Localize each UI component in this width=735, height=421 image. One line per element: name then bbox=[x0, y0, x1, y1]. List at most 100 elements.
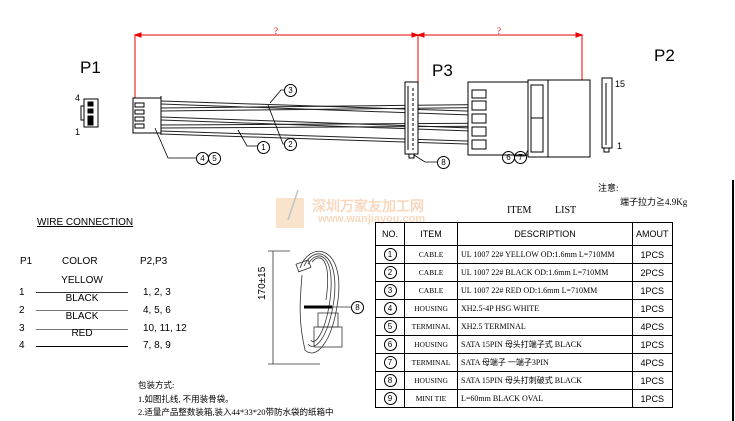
p1-label: P1 bbox=[80, 58, 101, 77]
wc-color: BLACK bbox=[65, 311, 99, 322]
item-qty: 1PCS bbox=[632, 335, 673, 354]
item-qty: 1PCS bbox=[632, 245, 673, 264]
p2-side-view bbox=[601, 77, 613, 153]
wc-p2p3-pins: 10, 11, 12 bbox=[143, 323, 187, 334]
p1-pin-bottom: 1 bbox=[75, 127, 81, 137]
wc-p1-pin: 1 bbox=[19, 287, 25, 298]
item-no: 4 bbox=[383, 302, 397, 315]
wc-wire-line bbox=[36, 292, 128, 293]
item-description: UL 1007 22# RED OD:1.6mm L=710MM bbox=[457, 281, 633, 300]
wires bbox=[160, 100, 529, 147]
item-name: MINI TIE bbox=[404, 389, 458, 408]
item-description: UL 1007 22# YELLOW OD:1.6mm L=710MM bbox=[457, 245, 633, 264]
wc-header-p2p3: P2,P3 bbox=[140, 256, 168, 267]
balloon-1: 1 bbox=[257, 141, 270, 154]
item-qty: 1PCS bbox=[632, 389, 673, 408]
header-item: ITEM bbox=[404, 222, 458, 246]
p3-label: P3 bbox=[432, 61, 453, 80]
item-description: SATA 15PIN 母头打端子式 BLACK bbox=[457, 335, 633, 354]
item-description: UL 1007 22# BLACK OD:1.6mm L=710MM bbox=[457, 263, 633, 282]
wc-color: YELLOW bbox=[61, 275, 103, 286]
wc-p1-pin: 3 bbox=[19, 323, 25, 334]
wc-color: RED bbox=[71, 328, 93, 339]
header-no: NO. bbox=[375, 222, 405, 246]
bundle-length-dimension: 170±15 bbox=[257, 266, 268, 300]
balloon-8: 8 bbox=[437, 156, 450, 169]
watermark-text: 深圳万家友加工网 bbox=[312, 198, 424, 214]
dimension-p1-p3: ? bbox=[274, 26, 278, 36]
item-no: 9 bbox=[383, 392, 397, 405]
table-header-row: NO. ITEM DESCRIPTION AMOUT bbox=[375, 222, 673, 246]
balloon-5: 5 bbox=[208, 152, 221, 165]
item-no: 3 bbox=[383, 284, 397, 297]
item-description: XH2.5 TERMINAL bbox=[457, 317, 633, 336]
item-qty: 4PCS bbox=[632, 317, 673, 336]
item-list-title-list: LIST bbox=[555, 205, 577, 216]
packaging-title: 包装方式: bbox=[138, 380, 175, 390]
packaging-line-1: 1.如图扎线, 不用装骨袋。 bbox=[138, 394, 234, 404]
wc-header-p1: P1 bbox=[20, 256, 33, 267]
balloon-8-bundle: 8 bbox=[351, 301, 364, 314]
item-name: CABLE bbox=[404, 263, 458, 282]
item-qty: 2PCS bbox=[632, 263, 673, 282]
p2-pin-top: 15 bbox=[615, 79, 626, 89]
item-description: SATA 15PIN 母头打刺破式 BLACK bbox=[457, 371, 633, 390]
wc-p2p3-pins: 1, 2, 3 bbox=[143, 287, 171, 298]
p3-connector bbox=[404, 81, 419, 159]
balloon-3: 3 bbox=[284, 84, 297, 97]
item-name: TERMINAL bbox=[404, 353, 458, 372]
item-name: CABLE bbox=[404, 245, 458, 264]
packaging-line-2: 2.适量产品整数装箱,装入44*33*20带防水袋的纸箱中 bbox=[138, 407, 334, 417]
p2-pin-bottom: 1 bbox=[617, 141, 623, 151]
dimension-lines bbox=[133, 32, 584, 98]
header-description: DESCRIPTION bbox=[457, 222, 633, 246]
notes-text: 端子拉力≧4.9Kg bbox=[620, 197, 688, 207]
item-qty: 1PCS bbox=[632, 299, 673, 318]
item-no: 6 bbox=[383, 338, 397, 351]
item-description: SATA 母端子 一端子3PIN bbox=[457, 353, 633, 372]
item-no: 1 bbox=[383, 248, 397, 261]
wc-wire-line bbox=[36, 346, 128, 347]
wc-header-color: COLOR bbox=[62, 256, 98, 267]
p2-connector bbox=[467, 79, 591, 158]
wc-wire-line bbox=[36, 329, 128, 330]
coiled-bundle-drawing bbox=[268, 250, 351, 365]
notes-title: 注意: bbox=[598, 183, 619, 193]
dimension-p3-p2: ? bbox=[497, 26, 501, 36]
item-name: CABLE bbox=[404, 281, 458, 300]
item-no: 7 bbox=[383, 356, 397, 369]
balloon-2: 2 bbox=[284, 138, 297, 151]
wire-connection-title: WIRE CONNECTION bbox=[37, 217, 134, 228]
wc-wire-line bbox=[36, 310, 128, 311]
wc-p1-pin: 4 bbox=[19, 340, 25, 351]
p2-label: P2 bbox=[654, 46, 675, 65]
item-name: HOUSING bbox=[404, 371, 458, 390]
item-no: 5 bbox=[383, 320, 397, 333]
item-qty: 1PCS bbox=[632, 371, 673, 390]
item-list-title-item: ITEM bbox=[507, 205, 532, 216]
header-amount: AMOUT bbox=[632, 222, 673, 246]
item-description: XH2.5-4P HSG WHITE bbox=[457, 299, 633, 318]
wc-p2p3-pins: 4, 5, 6 bbox=[143, 305, 171, 316]
item-name: TERMINAL bbox=[404, 317, 458, 336]
p1-pin-top: 4 bbox=[75, 93, 81, 103]
border-line bbox=[732, 180, 734, 421]
wc-color: BLACK bbox=[65, 293, 99, 304]
item-qty: 4PCS bbox=[632, 353, 673, 372]
wc-p2p3-pins: 7, 8, 9 bbox=[143, 340, 171, 351]
item-name: HOUSING bbox=[404, 335, 458, 354]
p1-housing bbox=[132, 96, 162, 135]
item-no: 8 bbox=[383, 374, 397, 387]
p1-end-view bbox=[80, 98, 99, 128]
item-qty: 1PCS bbox=[632, 281, 673, 300]
